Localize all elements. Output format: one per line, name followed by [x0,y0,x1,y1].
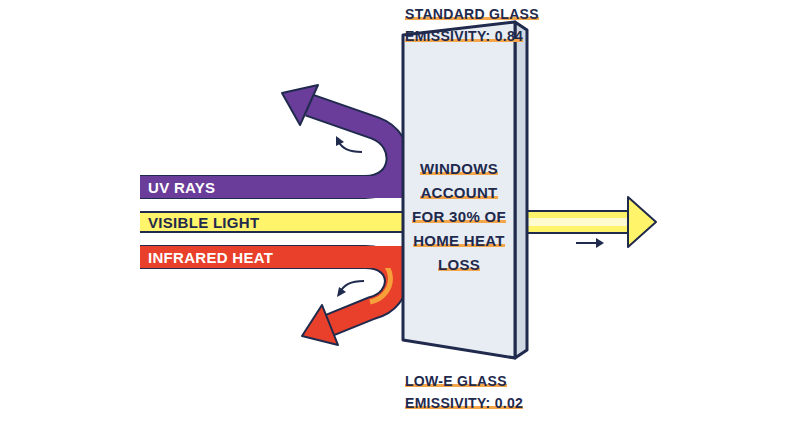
band-label: VISIBLE LIGHT [148,214,259,231]
caption-text: WINDOWS ACCOUNT FOR 30% OF HOME HEAT LOS… [412,160,506,273]
uv-band: UV RAYS [140,176,403,198]
infrared-band: INFRARED HEAT [140,246,403,268]
glass-pane: WINDOWS ACCOUNT FOR 30% OF HOME HEAT LOS… [400,18,530,363]
visible-band: VISIBLE LIGHT [140,211,408,233]
glass-caption: WINDOWS ACCOUNT FOR 30% OF HOME HEAT LOS… [411,157,507,277]
note-text: STANDARD GLASS EMISSIVITY: 0.84 [405,6,539,44]
glass-note: STANDARD GLASS EMISSIVITY: 0.84 [405,3,555,47]
note-text: LOW-E GLASS EMISSIVITY: 0.02 [405,373,523,411]
band-label: INFRARED HEAT [148,249,273,266]
glass-note: LOW-E GLASS EMISSIVITY: 0.02 [405,370,555,414]
band-label: UV RAYS [148,179,215,196]
